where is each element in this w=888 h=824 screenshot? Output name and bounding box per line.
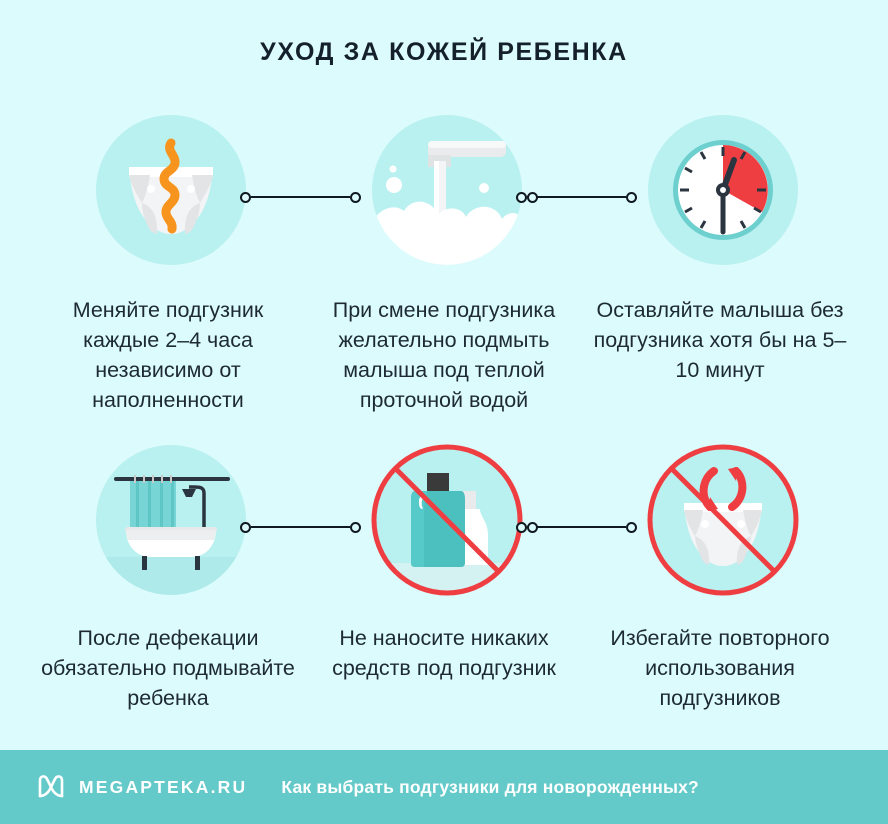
connector-2-3 (516, 190, 637, 204)
icon-circle (647, 445, 798, 595)
megapteka-m-monogram-icon (38, 775, 64, 798)
step-card-5: Не наносите никаких средств под подгузни… (306, 440, 637, 713)
page-title: УХОД ЗА КОЖЕЙ РЕБЕНКА (260, 38, 628, 66)
step-card-4: После дефекации обязательно подмывайте р… (30, 440, 361, 713)
connector-6-endpoint (527, 520, 538, 534)
icon-circle (371, 115, 522, 265)
connector-dot (527, 191, 538, 203)
connector-dot (240, 521, 251, 533)
connector-4-5 (240, 520, 361, 534)
icon-circle (95, 445, 246, 595)
step-card-3: Оставляйте малыша без подгузника хотя бы… (527, 110, 858, 415)
icon-circle (647, 115, 798, 265)
connector-dot (516, 521, 527, 533)
steps-row-2: После дефекации обязательно подмывайте р… (0, 440, 888, 713)
step-card-2: При смене подгузника желательно подмыть … (306, 110, 637, 415)
connector-line (527, 195, 626, 199)
connector-dot (626, 191, 637, 203)
steps-row-1: Меняйте подгузник каждые 2–4 часа незави… (0, 110, 888, 415)
connector-line (527, 525, 626, 529)
step-1-icon-area (86, 110, 251, 275)
step-3-icon-area (638, 110, 803, 275)
step-card-6: Избегайте повторного использования подгу… (527, 440, 858, 713)
connector-5-6 (516, 520, 637, 534)
clock-icon (672, 140, 773, 240)
footer-bar: MEGAPTEKA.RU Как выбрать подгузники для … (0, 750, 888, 824)
diaper-reuse-icon (683, 467, 762, 566)
step-2-icon-area (362, 110, 527, 275)
connector-line (251, 195, 350, 199)
step-card-1: Меняйте подгузник каждые 2–4 часа незави… (30, 110, 361, 415)
icon-circle (371, 445, 522, 595)
step-3-caption: Оставляйте малыша без подгузника хотя бы… (593, 298, 847, 382)
step-4-icon-area (86, 440, 251, 605)
connector-dot (240, 191, 251, 203)
connector-dot (350, 521, 361, 533)
cosmetic-bottles-icon (371, 473, 522, 595)
step-4-caption: После дефекации обязательно подмывайте р… (41, 626, 295, 710)
connector-3-endpoint (527, 190, 538, 204)
dirty-diaper-icon (128, 138, 213, 234)
connector-dot (350, 191, 361, 203)
icon-circle (95, 115, 246, 265)
faucet-running-water-icon (371, 141, 522, 265)
step-5-caption: Не наносите никаких средств под подгузни… (332, 626, 556, 680)
footer-tagline[interactable]: Как выбрать подгузники для новорожденных… (281, 776, 699, 797)
step-5-icon-area (362, 440, 527, 605)
step-2-caption: При смене подгузника желательно подмыть … (332, 298, 556, 412)
connector-1-2 (240, 190, 361, 204)
connector-dot (516, 191, 527, 203)
step-1-caption: Меняйте подгузник каждые 2–4 часа незави… (72, 298, 264, 412)
brand-name[interactable]: MEGAPTEKA.RU (79, 776, 248, 797)
step-6-caption: Избегайте повторного использования подгу… (610, 626, 830, 710)
step-6-icon-area (638, 440, 803, 605)
bathtub-shower-icon (95, 475, 246, 595)
connector-dot (527, 521, 538, 533)
connector-line (251, 525, 350, 529)
connector-dot (626, 521, 637, 533)
